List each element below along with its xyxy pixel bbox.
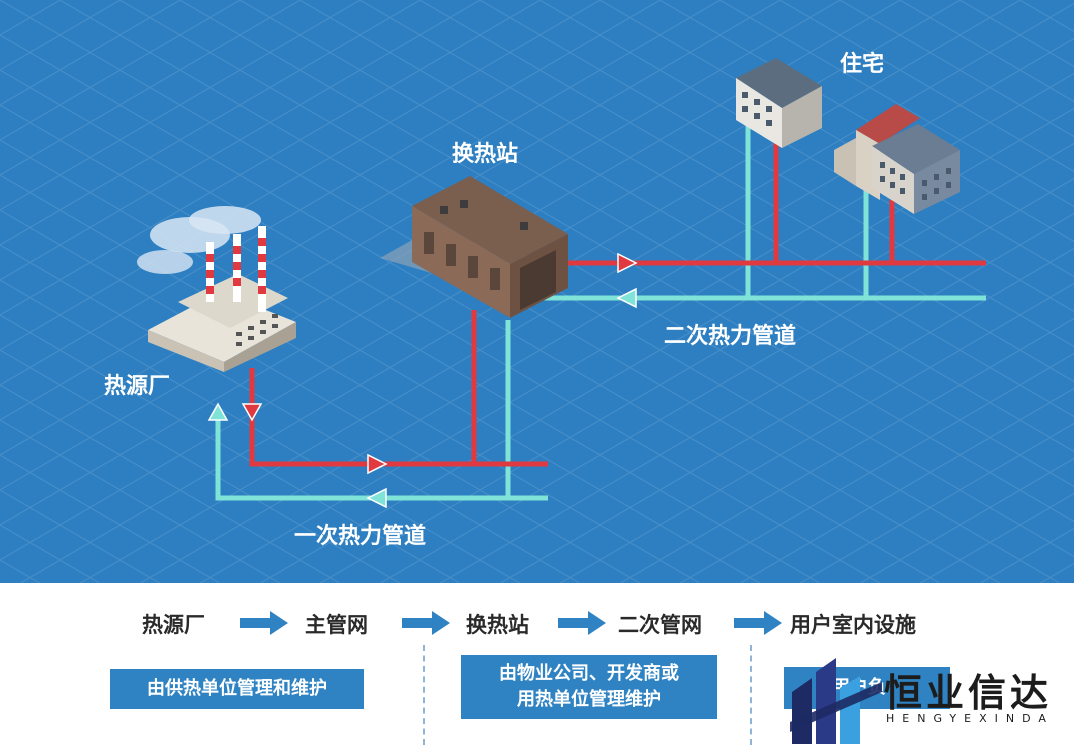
- return-arrow-icon: [366, 487, 387, 509]
- management-flow-section: 热源厂 主管网 换热站 二次管网 用户室内设施 由供热单位管理和维护 由物业公司…: [0, 583, 1074, 746]
- flow-step-main-network: 主管网: [305, 613, 368, 637]
- flow-arrow-icon: [402, 611, 450, 635]
- secondary-return-pipe: [540, 126, 986, 301]
- flow-arrow-icon: [734, 611, 782, 635]
- heating-unit-text: 由供热单位管理和维护: [147, 678, 327, 699]
- property-company-box: 由物业公司、开发商或 用热单位管理维护: [461, 655, 717, 719]
- heat-exchange-station-icon: [380, 176, 568, 318]
- flow-step-heat-source: 热源厂: [142, 613, 205, 637]
- primary-pipe-label: 一次热力管道: [294, 524, 427, 549]
- logo-subtitle: HENGYEXINDA: [886, 712, 1054, 725]
- brand-logo: 恒业信达 HENGYEXINDA: [786, 650, 1074, 746]
- flow-step-user-facilities: 用户室内设施: [790, 613, 916, 637]
- divider-dashed: [750, 645, 752, 745]
- supply-arrow-icon: [367, 453, 388, 475]
- heat-source-label: 热源厂: [104, 374, 171, 399]
- secondary-supply-pipe: [540, 140, 986, 266]
- residence-label: 住宅: [840, 52, 885, 77]
- flow-step-exchange-station: 换热站: [466, 613, 529, 637]
- heating-network-diagram: [0, 0, 1074, 583]
- secondary-pipe-label: 二次热力管道: [664, 324, 797, 349]
- primary-return-pipe: [215, 320, 548, 501]
- heating-unit-box: 由供热单位管理和维护: [110, 669, 364, 709]
- return-up-arrow-icon: [207, 402, 229, 421]
- apartment-building-icon: [834, 104, 960, 214]
- exchange-station-label: 换热站: [452, 142, 519, 167]
- heat-source-plant-icon: [137, 206, 296, 372]
- primary-supply-pipe: [249, 310, 548, 467]
- supply-down-arrow-icon: [241, 403, 263, 422]
- secondary-return-arrow-icon: [616, 287, 637, 309]
- residence-building-icon: [736, 58, 822, 148]
- flow-step-secondary-network: 二次管网: [618, 613, 702, 637]
- divider-dashed: [423, 645, 425, 745]
- flow-arrow-icon: [240, 611, 288, 635]
- secondary-supply-arrow-icon: [617, 252, 638, 274]
- flow-arrow-icon: [558, 611, 606, 635]
- property-company-text-line2: 用热单位管理维护: [517, 689, 661, 710]
- logo-name: 恒业信达: [884, 671, 1053, 715]
- logo-mark-icon: [790, 658, 882, 744]
- property-company-text-line1: 由物业公司、开发商或: [499, 663, 679, 684]
